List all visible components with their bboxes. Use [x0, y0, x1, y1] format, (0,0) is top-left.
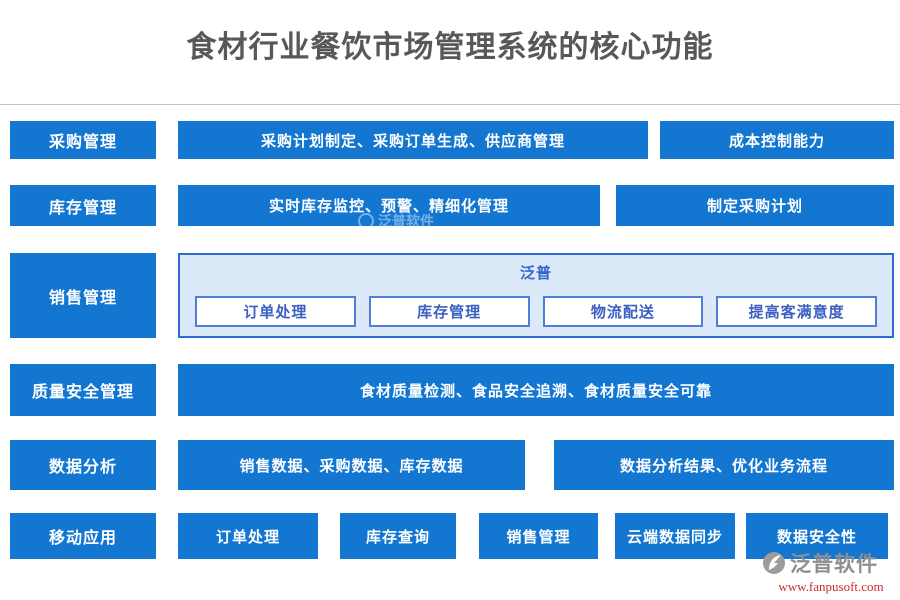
vendor-logo-icon: [762, 551, 786, 575]
row-inventory-outcome-bar: 制定采购计划: [616, 185, 894, 226]
mobile-item-data-security: 数据安全性: [746, 513, 888, 559]
sales-item-order-processing: 订单处理: [195, 296, 356, 327]
sales-item-inventory-management: 库存管理: [368, 296, 530, 327]
row-analytics-outcome-bar: 数据分析结果、优化业务流程: [554, 440, 894, 490]
mobile-item-sales-management: 销售管理: [479, 513, 598, 559]
vendor-logo-text: 泛普软件: [790, 553, 878, 576]
sales-panel-title: 泛普: [519, 265, 552, 282]
title-divider: [0, 104, 900, 105]
row-sales-label: 销售管理: [10, 253, 156, 338]
row-mobile-label: 移动应用: [10, 513, 156, 559]
sales-item-logistics-delivery: 物流配送: [542, 296, 704, 327]
page-title: 食材行业餐饮市场管理系统的核心功能: [186, 31, 714, 64]
mobile-item-cloud-sync: 云端数据同步: [615, 513, 735, 559]
row-procurement-outcome-bar: 成本控制能力: [660, 121, 894, 159]
row-procurement-label: 采购管理: [10, 121, 156, 159]
row-inventory-label: 库存管理: [10, 185, 156, 226]
row-inventory-process-bar: 实时库存监控、预警、精细化管理: [178, 185, 600, 226]
row-analytics-process-bar: 销售数据、采购数据、库存数据: [178, 440, 525, 490]
sales-panel-items: 订单处理 库存管理 物流配送 提高客满意度: [180, 296, 892, 327]
row-quality-label: 质量安全管理: [10, 364, 156, 416]
sales-item-customer-satisfaction: 提高客满意度: [716, 296, 877, 327]
row-quality-process-bar: 食材质量检测、食品安全追溯、食材质量安全可靠: [178, 364, 894, 416]
mobile-item-order-processing: 订单处理: [178, 513, 318, 559]
sales-panel: 泛普 订单处理 库存管理 物流配送 提高客满意度: [178, 253, 894, 338]
vendor-website-link[interactable]: www.fanpusoft.com: [778, 579, 884, 594]
row-procurement-process-bar: 采购计划制定、采购订单生成、供应商管理: [178, 121, 648, 159]
mobile-item-inventory-query: 库存查询: [340, 513, 456, 559]
vendor-brand: 泛普软件 www.fanpusoft.com: [762, 548, 900, 595]
row-analytics-label: 数据分析: [10, 440, 156, 490]
